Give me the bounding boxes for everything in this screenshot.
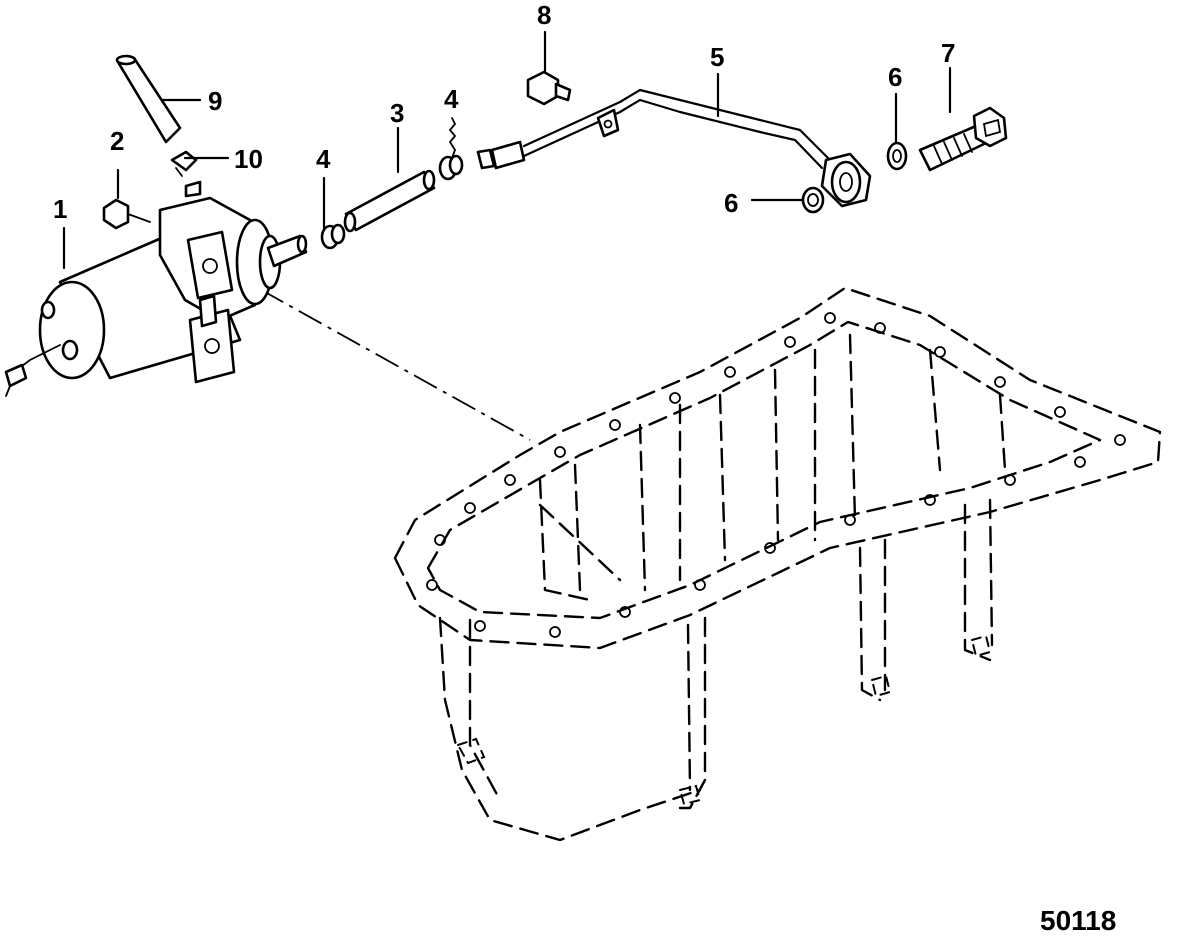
callout-8: 8	[537, 0, 551, 30]
washer-6b	[801, 186, 825, 214]
oil-pump	[4, 180, 308, 397]
alignment-line	[221, 267, 531, 441]
oil-pan	[393, 286, 1162, 842]
hose-9	[115, 54, 182, 144]
oil-tube-5	[476, 88, 872, 208]
clamp-10	[170, 150, 198, 177]
callout-10: 10	[234, 144, 263, 174]
bolt-2	[102, 198, 151, 230]
callout-9: 9	[208, 86, 222, 116]
callout-5: 5	[710, 42, 724, 72]
callout-6b: 6	[724, 188, 738, 218]
banjo-bolt-7	[918, 106, 1008, 172]
callout-2: 2	[110, 126, 124, 156]
callout-3: 3	[390, 98, 404, 128]
hose-3	[343, 169, 436, 233]
callouts: 1 2 3 4 4 5 6 6 7 8 9 10	[53, 0, 955, 224]
clamp-4a	[320, 223, 346, 250]
figure-number: 50118	[1040, 905, 1116, 936]
callout-4a: 4	[316, 144, 331, 174]
callout-1: 1	[53, 194, 67, 224]
washer-6a	[886, 141, 908, 171]
callout-4b: 4	[444, 84, 459, 114]
fitting-8	[526, 70, 572, 106]
callout-7: 7	[941, 38, 955, 68]
callout-6a: 6	[888, 62, 902, 92]
leader-lines	[62, 30, 952, 270]
clamp-4b	[438, 154, 464, 181]
